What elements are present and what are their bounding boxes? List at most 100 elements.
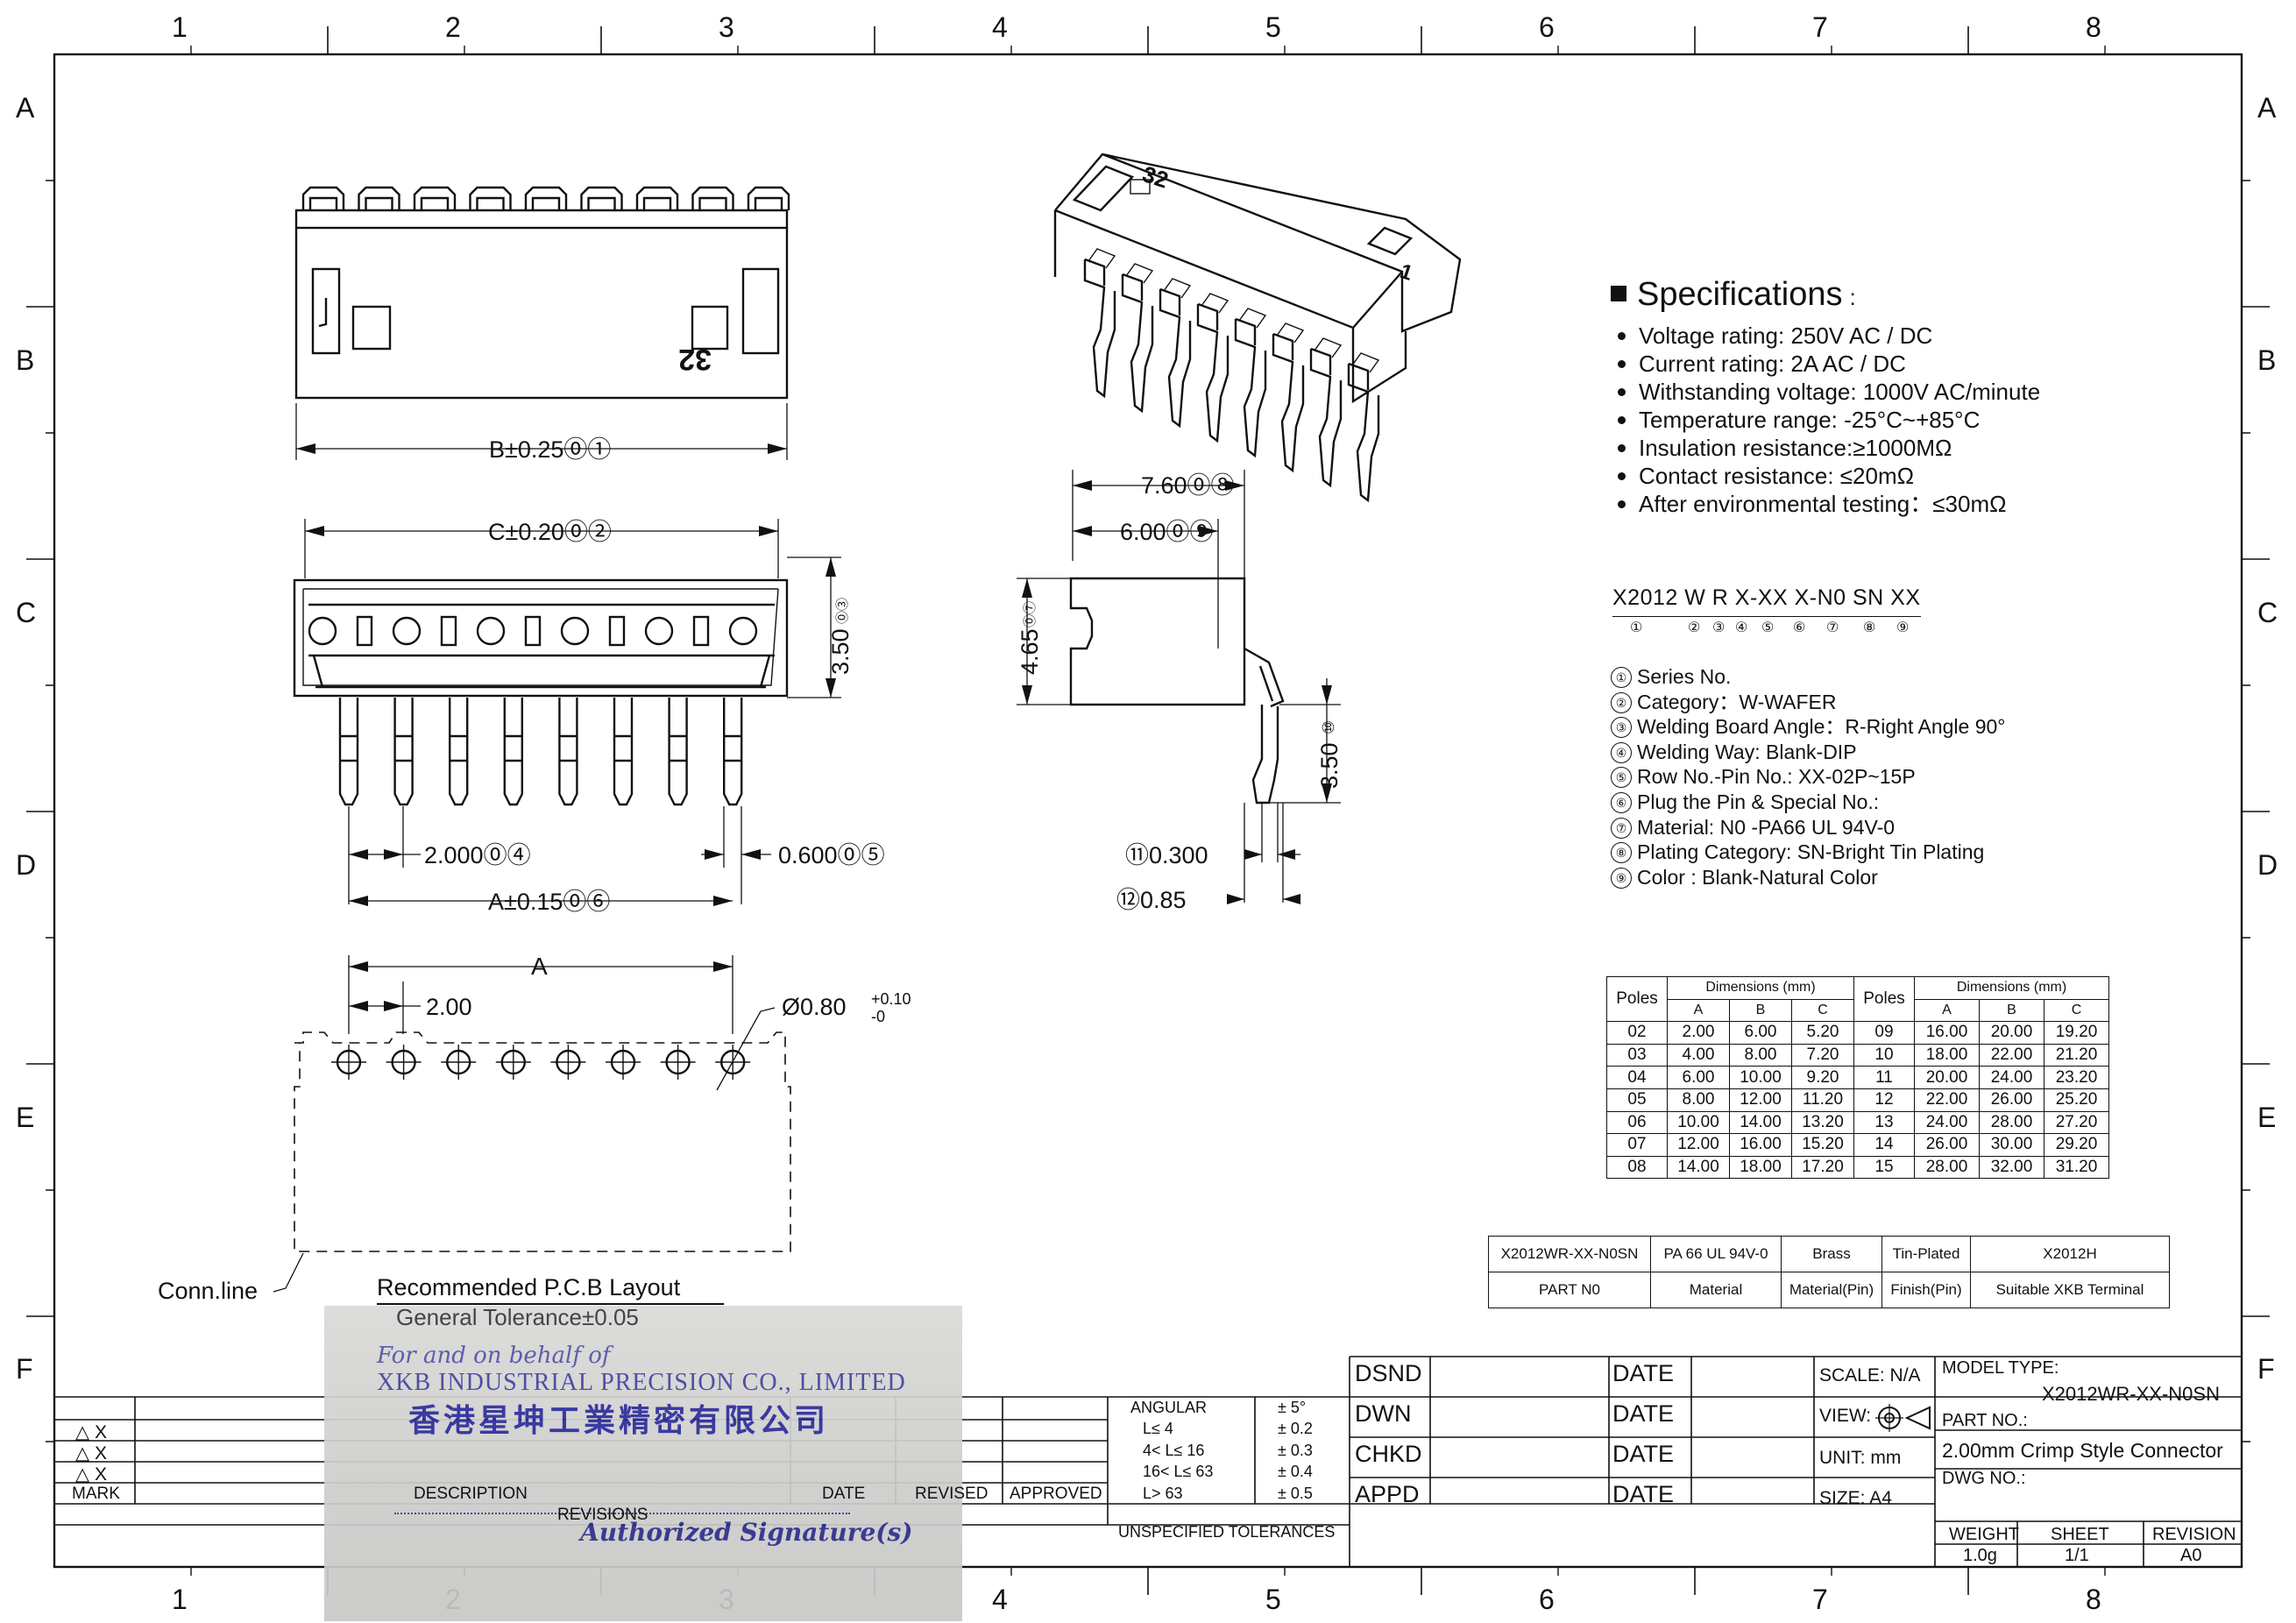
approval-date-label: DATE (1612, 1441, 1675, 1467)
pin-cavity (728, 616, 758, 646)
spec-item: Withstanding voltage: 1000V AC/minute (1618, 378, 2172, 406)
dim-table-cell: 08 (1606, 1155, 1668, 1180)
zone-row-label-right: E (2257, 1102, 2276, 1133)
legend-text: Welding Board Angle：R-Right Angle 90° (1637, 715, 2006, 739)
pin-cavity (560, 616, 590, 646)
iso-pin (1234, 317, 1267, 458)
iso-pin-slot (1314, 337, 1343, 358)
dim-table-cell: 07 (1606, 1133, 1668, 1157)
dim-table-cell: 18.00 (1729, 1155, 1792, 1180)
pcb-hole-dim: Ø0.80 (782, 994, 847, 1020)
iso-pin (1083, 258, 1116, 399)
spec-item: Contact resistance: ≤20mΩ (1618, 462, 2172, 490)
pcb-holes (331, 1045, 751, 1080)
sheet-label: SHEET (2051, 1525, 2109, 1544)
dim-col-a: A (1667, 998, 1730, 1023)
pin (503, 698, 523, 806)
iso-pin-slot (1201, 293, 1229, 314)
dim-table-cell: 27.20 (2044, 1110, 2109, 1135)
dwg-no-label: DWG NO.: (1942, 1469, 2026, 1488)
size-label: SIZE: A4 (1819, 1488, 1892, 1508)
tolerance-range: L≤ 4 (1143, 1420, 1173, 1438)
terminal-header: Suitable XKB Terminal (1970, 1272, 2170, 1308)
legend-text: Plug the Pin & Special No.: (1637, 790, 1880, 813)
dim-table-cell: 26.00 (1979, 1088, 2044, 1112)
dim-table-cell: 15.20 (1791, 1133, 1854, 1157)
approval-date-label: DATE (1612, 1400, 1675, 1427)
dim-c-label: C±0.20⓪② (488, 519, 612, 545)
pin-cavity-slot (356, 615, 373, 647)
part-code-marker: ① (1630, 620, 1643, 635)
dim-table-cell: 8.00 (1667, 1088, 1730, 1112)
iso-pin (1272, 332, 1305, 473)
dim-a015-label: A±0.15⓪⑥ (488, 889, 610, 915)
dim-table-cell: 20.00 (1914, 1066, 1980, 1089)
specifications-list: Voltage rating: 250V AC / DC Current rat… (1611, 322, 2172, 518)
spec-item: After environmental testing：≤30mΩ (1618, 490, 2172, 518)
dim-465-mark: ⓪⑦ (1023, 601, 1038, 627)
dim-350-label: 3.50 (827, 628, 854, 675)
dim-350b-label: 3.50 (1316, 742, 1343, 789)
approval-date-label: DATE (1612, 1360, 1675, 1386)
legend-number: ① (1611, 667, 1632, 688)
tolerance-range: 16< L≤ 63 (1143, 1463, 1214, 1481)
iso-pin-slot (1088, 248, 1116, 269)
stamp-line-1: For and on behalf of (377, 1343, 611, 1369)
tolerance-value: ± 0.4 (1278, 1463, 1313, 1481)
dimensions-table: Poles Dimensions (mm) Poles Dimensions (… (1606, 975, 2109, 1180)
dim-table-cell: 18.00 (1914, 1043, 1980, 1067)
pin (668, 698, 688, 806)
pcb-hole-center (660, 1045, 696, 1080)
zone-row-label-left: F (16, 1353, 33, 1385)
zone-row-label-right: A (2257, 92, 2277, 124)
dim-table-cell: 22.00 (1979, 1043, 2044, 1067)
latch-tooth (691, 186, 734, 210)
dim-col-poles: Poles (1606, 975, 1668, 1023)
rev-header-description: DESCRIPTION (414, 1485, 528, 1503)
stamp-line-3: 香港星坤工業精密有限公司 (408, 1402, 830, 1438)
dim-c: C±0.20⓪② (304, 519, 779, 578)
zone-col-label-top: 2 (445, 11, 461, 43)
dim-table-cell: 22.00 (1914, 1088, 1980, 1112)
dim-table-cell: 04 (1606, 1066, 1668, 1089)
company-stamp: For and on behalf of XKB INDUSTRIAL PREC… (324, 1306, 962, 1621)
rev-header-date: DATE (822, 1485, 866, 1503)
pin-view-cavities (308, 615, 758, 647)
dim-table-cell: 2.00 (1667, 1021, 1730, 1045)
dim-table-cell: 12 (1853, 1088, 1915, 1112)
dim-table-cell: 10.00 (1667, 1110, 1730, 1135)
dim-table-cell: 29.20 (2044, 1133, 2109, 1157)
dim-table-cell: 12.00 (1729, 1088, 1792, 1112)
legend-number: ⑨ (1611, 867, 1632, 889)
pin-cavity (392, 616, 422, 646)
legend-number: ⑤ (1611, 767, 1632, 789)
dim-table-cell: 13 (1853, 1110, 1915, 1135)
general-tolerance: General Tolerance±0.05 (396, 1304, 639, 1330)
pitch-dims: 2.000⓪④ 0.600⓪⑤ A±0.15⓪⑥ (348, 806, 885, 915)
dim-table-cell: 14.00 (1667, 1155, 1730, 1180)
dim-table-cell: 16.00 (1914, 1021, 1980, 1045)
specifications-heading-text: Specifications (1637, 276, 1843, 313)
spec-item: Insulation resistance:≥1000MΩ (1618, 434, 2172, 462)
part-code-marker: ⑨ (1896, 620, 1910, 635)
pcb-hole-center (495, 1045, 531, 1080)
stamp-line-2: XKB INDUSTRIAL PRECISION CO., LIMITED (377, 1369, 906, 1396)
zone-col-label-top: 7 (1812, 11, 1828, 43)
rev-header-revised: REVISED (915, 1485, 989, 1503)
dim-table-cell: 6.00 (1667, 1066, 1730, 1089)
zone-labels: 1122334455667788AABBCCDDEEFF (16, 11, 2278, 1615)
pcb-hole-center (331, 1045, 366, 1080)
dim-col-b-2: B (1979, 998, 2044, 1023)
tolerance-range: L> 63 (1143, 1484, 1183, 1502)
dim-table-cell: 9.20 (1791, 1066, 1854, 1089)
scale-label: SCALE: N/A (1819, 1365, 1921, 1386)
rev-header-approved: APPROVED (1010, 1485, 1102, 1503)
pcb-layout: A 2.00 Ø0.80 +0.10 -0 Conn.line (158, 953, 911, 1304)
